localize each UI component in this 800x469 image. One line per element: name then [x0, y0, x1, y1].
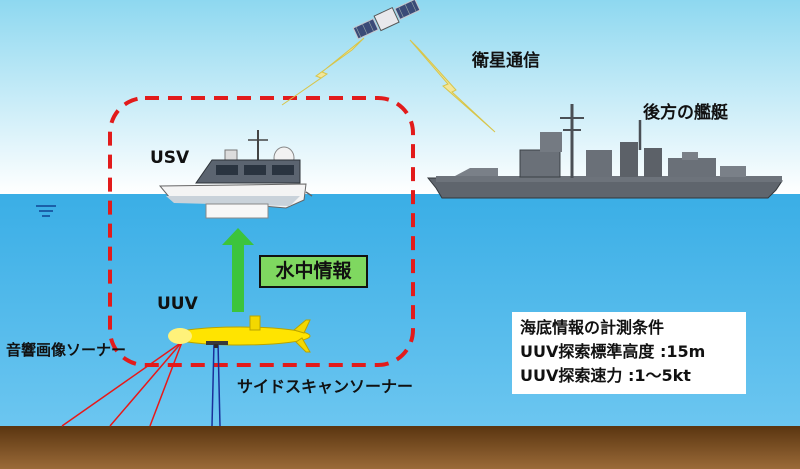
- conditions-title: 海底情報の計測条件: [520, 318, 665, 337]
- underwater-info-label: 水中情報: [259, 255, 368, 288]
- operating-area-boundary: [108, 96, 415, 367]
- conditions-altitude: UUV探索標準高度 :15m: [520, 342, 706, 361]
- measurement-conditions-box: 海底情報の計測条件 UUV探索標準高度 :15m UUV探索速力 :1～5kt: [512, 312, 746, 394]
- usv-label: USV: [150, 148, 190, 168]
- side-scan-sonar-label: サイドスキャンソーナー: [237, 377, 414, 396]
- side-scan-sonar-beams: [211, 341, 221, 427]
- acoustic-sonar-label: 音響画像ソーナー: [6, 341, 127, 359]
- uuv-label: UUV: [157, 294, 198, 314]
- lightning-icon: [281, 37, 496, 133]
- destroyer-ship-icon: [426, 104, 783, 199]
- conditions-speed: UUV探索速力 :1～5kt: [520, 366, 691, 385]
- uuv-icon: [168, 315, 311, 353]
- satellite-comm-label: 衛星通信: [472, 51, 540, 71]
- seabed: [0, 426, 800, 469]
- usv-boat-icon: [158, 130, 313, 219]
- satellite-icon: [352, 0, 421, 40]
- rear-ship-label: 後方の艦艇: [643, 103, 728, 123]
- water-level-icon: [36, 205, 56, 217]
- acoustic-sonar-beams: [61, 341, 183, 427]
- upward-arrow: [222, 228, 254, 312]
- sky: [0, 0, 800, 194]
